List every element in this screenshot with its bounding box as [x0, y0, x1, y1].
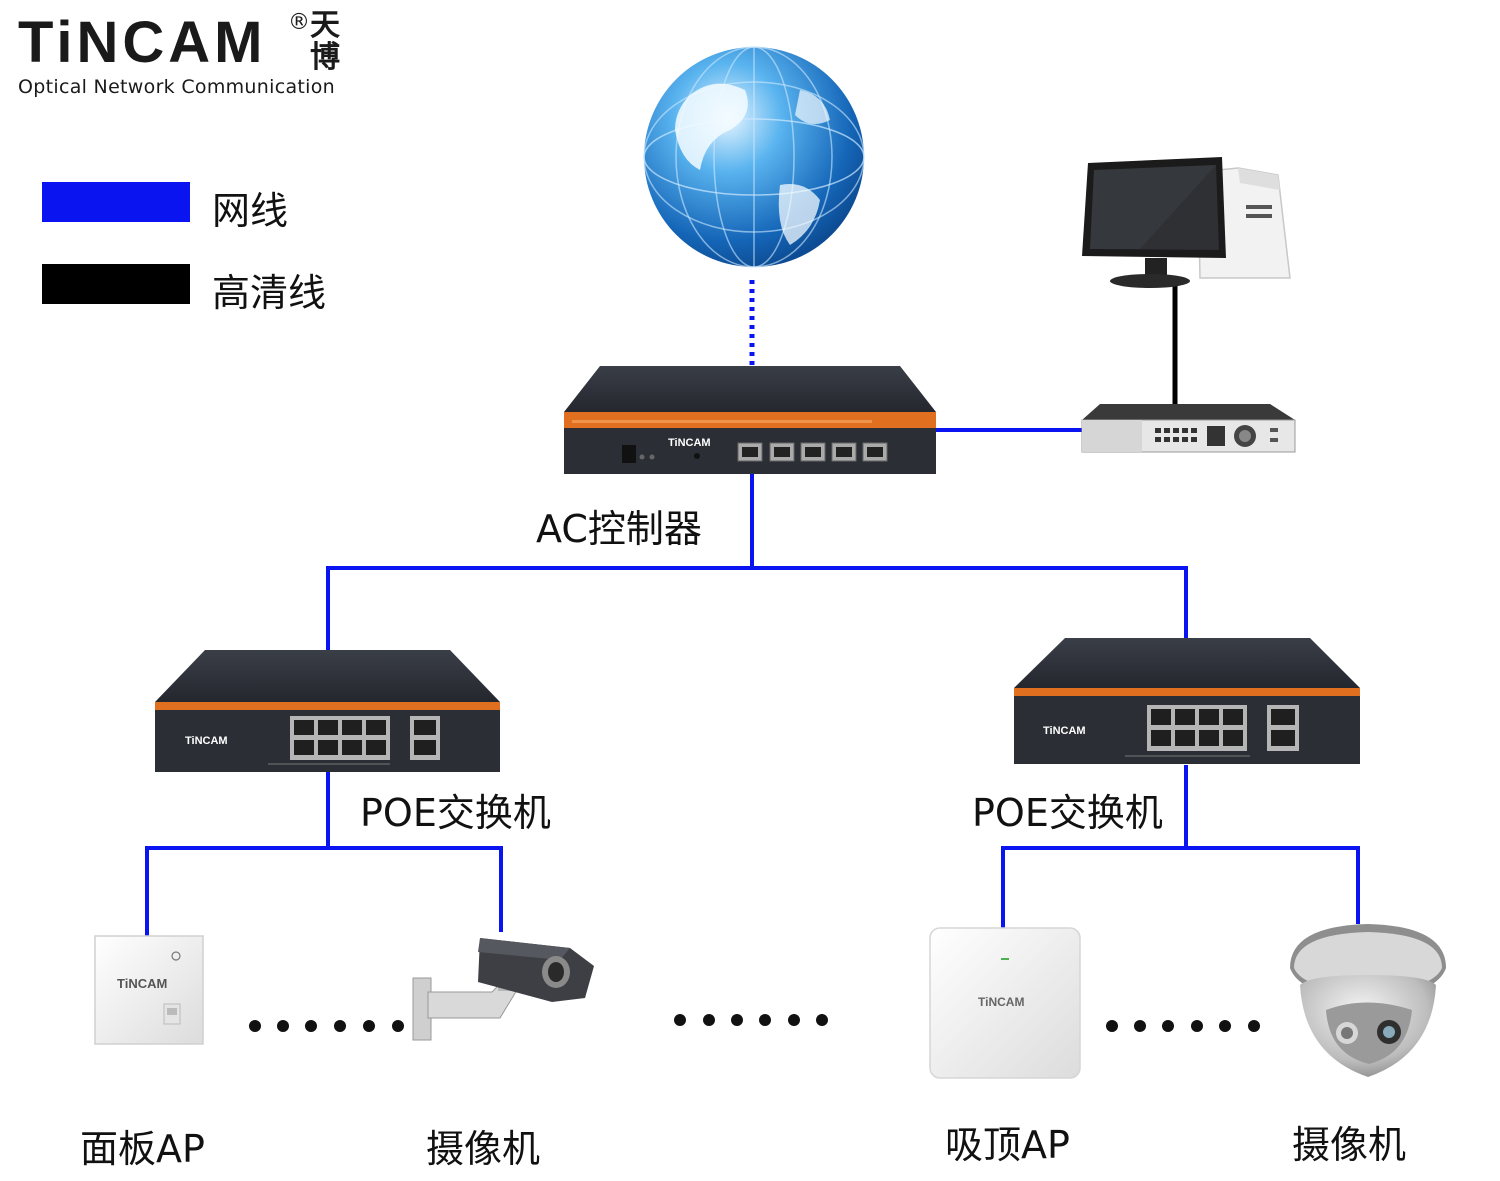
panel-ap-label: 面板AP [80, 1127, 205, 1171]
poe-switch-left-device: TiNCAM [155, 650, 500, 772]
poe-switch-left-brand: TiNCAM [185, 735, 228, 747]
dvr-recorder-icon [1081, 404, 1296, 453]
legend-swatch-network [42, 182, 190, 222]
poe-switch-right-device: TiNCAM [1014, 638, 1360, 764]
ac-controller-brand: TiNCAM [668, 437, 711, 449]
legend-swatch-hd [42, 264, 190, 304]
ac-controller-label: AC控制器 [536, 507, 702, 551]
link-to-ceiling-ap [1001, 846, 1186, 928]
ceiling-ap-brand: TiNCAM [978, 995, 1024, 1009]
ceiling-ap-label: 吸顶AP [945, 1123, 1070, 1167]
link-to-panel-ap [145, 846, 328, 936]
camera-left-label: 摄像机 [426, 1127, 541, 1171]
poe-switch-right-label: POE交换机 [972, 791, 1163, 835]
poe-switch-right-brand: TiNCAM [1043, 725, 1086, 737]
dome-camera-icon [1290, 924, 1446, 1077]
panel-ap-brand: TiNCAM [117, 976, 167, 991]
bullet-camera-icon [412, 938, 594, 1041]
link-bus-left-switch [326, 566, 752, 652]
ceiling-ap-device: TiNCAM [929, 927, 1081, 1079]
poe-switch-left-label: POE交换机 [360, 791, 551, 835]
camera-right-label: 摄像机 [1292, 1123, 1407, 1167]
link-to-camera-left [328, 846, 503, 932]
ac-controller-device: TiNCAM [564, 366, 936, 474]
panel-ap-device: TiNCAM [94, 935, 204, 1045]
logo-wordmark: TiNCAM [18, 10, 267, 75]
logo-chinese-name: 天 博 [310, 8, 340, 75]
link-to-camera-right [1186, 846, 1360, 924]
logo-tagline: Optical Network Communication [18, 76, 335, 98]
computer-icon [1082, 157, 1291, 288]
legend-label-network: 网线 [212, 189, 289, 233]
logo-registered-mark: ® [288, 10, 310, 35]
legend-label-hd: 高清线 [212, 271, 327, 315]
link-bus-right-switch [752, 566, 1188, 640]
globe-icon [643, 46, 865, 268]
